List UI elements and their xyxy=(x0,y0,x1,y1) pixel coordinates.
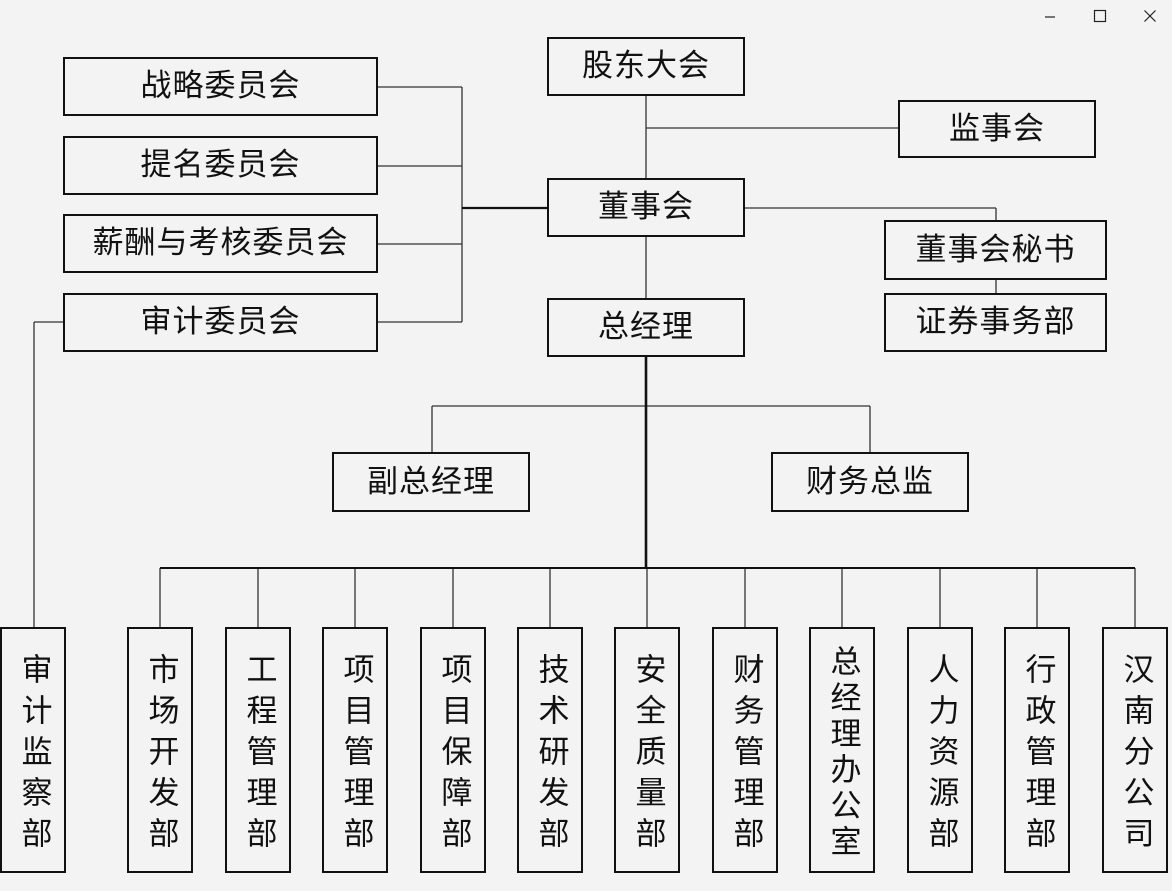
supervisors-box: 监事会 xyxy=(898,100,1096,158)
cfo-box: 财务总监 xyxy=(771,452,969,512)
close-button[interactable] xyxy=(1137,4,1163,28)
securities-dept-label: 证券事务部 xyxy=(915,304,1076,340)
committee-box-compensation: 薪酬与考核委员会 xyxy=(63,214,378,273)
maximize-icon xyxy=(1093,9,1107,23)
department-label: 项目保障部 xyxy=(435,652,472,858)
department-label: 总经理办公室 xyxy=(824,644,861,861)
securities-dept-box: 证券事务部 xyxy=(884,293,1107,352)
department-box-project-support: 项目保障部 xyxy=(420,627,486,873)
department-box-safety-quality: 安全质量部 xyxy=(614,627,680,873)
maximize-button[interactable] xyxy=(1087,4,1113,28)
supervisors-label: 监事会 xyxy=(949,110,1045,147)
board-secretary-box: 董事会秘书 xyxy=(884,220,1107,280)
shareholders-box: 股东大会 xyxy=(547,37,745,96)
committee-label: 提名委员会 xyxy=(140,147,301,183)
department-label: 市场开发部 xyxy=(142,652,179,858)
department-box-finance: 财务管理部 xyxy=(712,627,778,873)
shareholders-label: 股东大会 xyxy=(582,48,710,84)
department-label: 技术研发部 xyxy=(532,652,569,858)
department-label: 审计监察部 xyxy=(15,652,52,858)
general-manager-box: 总经理 xyxy=(547,298,745,357)
board-label: 董事会 xyxy=(598,189,694,225)
department-label: 工程管理部 xyxy=(240,652,277,858)
minimize-button[interactable] xyxy=(1037,4,1063,28)
committee-label: 薪酬与考核委员会 xyxy=(92,225,349,261)
minimize-icon xyxy=(1045,16,1055,18)
cfo-label: 财务总监 xyxy=(806,463,934,500)
committee-box-audit: 审计委员会 xyxy=(63,293,378,352)
committee-label: 审计委员会 xyxy=(140,304,301,340)
department-box-market: 市场开发部 xyxy=(127,627,193,873)
board-box: 董事会 xyxy=(547,178,745,237)
department-box-hr: 人力资源部 xyxy=(907,627,973,873)
department-label: 安全质量部 xyxy=(629,652,666,858)
department-label: 人力资源部 xyxy=(922,652,959,858)
department-box-gm-office: 总经理办公室 xyxy=(809,627,875,873)
close-icon xyxy=(1144,10,1156,22)
deputy-gm-label: 副总经理 xyxy=(367,463,495,500)
department-label: 财务管理部 xyxy=(727,652,764,858)
committee-box-strategy: 战略委员会 xyxy=(63,57,378,116)
department-box-rnd: 技术研发部 xyxy=(517,627,583,873)
department-box-hannan-branch: 汉南分公司 xyxy=(1102,627,1168,873)
department-box-administration: 行政管理部 xyxy=(1004,627,1070,873)
department-label: 汉南分公司 xyxy=(1117,652,1154,858)
department-box-audit-supervision: 审计监察部 xyxy=(0,627,66,873)
department-label: 项目管理部 xyxy=(337,652,374,858)
deputy-gm-box: 副总经理 xyxy=(332,452,530,512)
board-secretary-label: 董事会秘书 xyxy=(915,231,1076,268)
department-label: 行政管理部 xyxy=(1019,652,1056,858)
department-box-engineering: 工程管理部 xyxy=(225,627,291,873)
general-manager-label: 总经理 xyxy=(598,309,694,345)
committee-box-nomination: 提名委员会 xyxy=(63,136,378,195)
department-box-project-management: 项目管理部 xyxy=(322,627,388,873)
committee-label: 战略委员会 xyxy=(140,68,301,104)
